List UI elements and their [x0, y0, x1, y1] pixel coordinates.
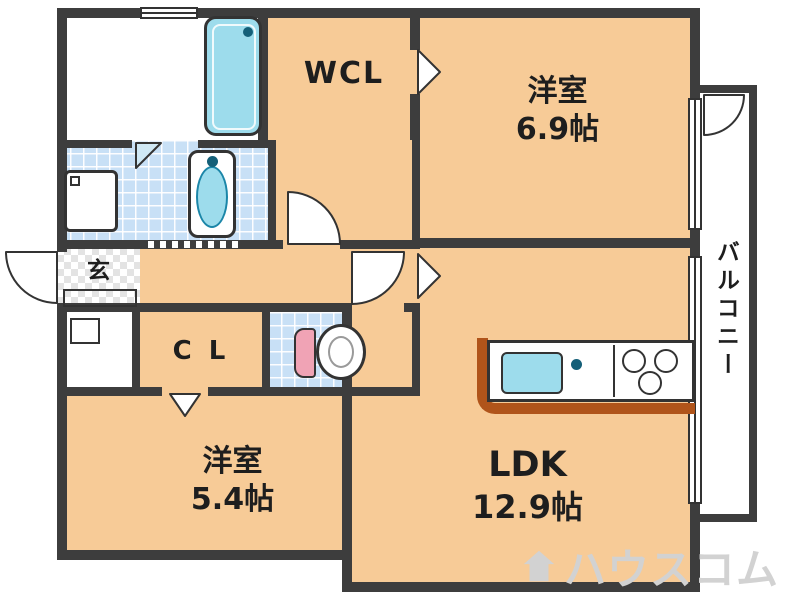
wall [132, 303, 140, 396]
room-label-entrance: 玄 [57, 254, 140, 288]
closet-floor [140, 303, 270, 396]
bathtub-icon [204, 16, 262, 136]
wall [412, 312, 420, 396]
faucet-icon [571, 359, 582, 370]
balcony-floor [700, 85, 757, 522]
wall [412, 238, 700, 248]
balcony-wall [700, 514, 757, 522]
balcony-wall [749, 85, 757, 522]
room-label-wcl: WCL [268, 48, 420, 100]
wall [342, 582, 700, 592]
wall [404, 303, 420, 312]
ldk-size: 12.9帖 [472, 488, 583, 527]
wall [57, 304, 67, 560]
wcl-text: WCL [303, 56, 385, 92]
entrance-floor [57, 248, 140, 312]
bedroom-top-floor [412, 8, 700, 246]
wall [57, 303, 140, 312]
wall [410, 8, 420, 50]
kitchen-counter-edge [477, 338, 695, 414]
wall [57, 8, 67, 252]
entrance-step [63, 289, 137, 307]
watermark: ハウスコム [520, 536, 780, 596]
entrance-door-arc [5, 251, 58, 304]
wcl-floor [268, 8, 420, 148]
toilet-icon [292, 322, 372, 384]
room-label-ldk: LDK 12.9帖 [395, 428, 660, 543]
wall [340, 240, 420, 249]
bedroom-top-name: 洋室 [527, 74, 588, 109]
room-label-bedroom-top: 洋室 6.9帖 [430, 58, 685, 163]
wall [412, 140, 420, 248]
ldk-name: LDK [488, 444, 567, 485]
window-bedroom-top [688, 98, 702, 230]
wall [57, 140, 132, 148]
wall [57, 550, 352, 560]
kitchen-counter [487, 340, 695, 402]
wall [57, 387, 147, 396]
wall [57, 8, 700, 18]
wall [208, 387, 420, 396]
washing-machine-icon [64, 170, 118, 232]
room-label-closet: C L [140, 328, 262, 374]
balcony-wall [700, 85, 757, 93]
entrance-text: 玄 [87, 257, 110, 284]
wall [268, 140, 276, 249]
meter-box [70, 318, 100, 344]
bedroom-left-size: 5.4帖 [190, 481, 275, 517]
accordion-door [142, 241, 240, 248]
wall [140, 387, 162, 396]
window-bathroom [140, 7, 198, 19]
wall [410, 94, 420, 140]
house-logo-icon [523, 550, 555, 582]
closet-text: C L [172, 335, 230, 366]
wall [342, 304, 352, 590]
hall-floor [268, 140, 420, 249]
wall [258, 8, 268, 148]
bedroom-top-size: 6.9帖 [515, 111, 600, 147]
bedroom-left-floor [57, 387, 350, 560]
wall [262, 312, 270, 396]
vanity-sink-icon [188, 150, 236, 238]
bedroom-left-name: 洋室 [202, 444, 263, 479]
wall [140, 303, 352, 312]
stove-burners-icon [618, 343, 692, 399]
room-label-bedroom-left: 洋室 5.4帖 [85, 428, 380, 533]
kitchen-sink-icon [501, 352, 563, 394]
room-label-balcony: バルコニー [700, 170, 750, 450]
balcony-text: バルコニー [712, 240, 739, 380]
watermark-text: ハウスコム [564, 544, 780, 594]
wall [198, 140, 268, 148]
